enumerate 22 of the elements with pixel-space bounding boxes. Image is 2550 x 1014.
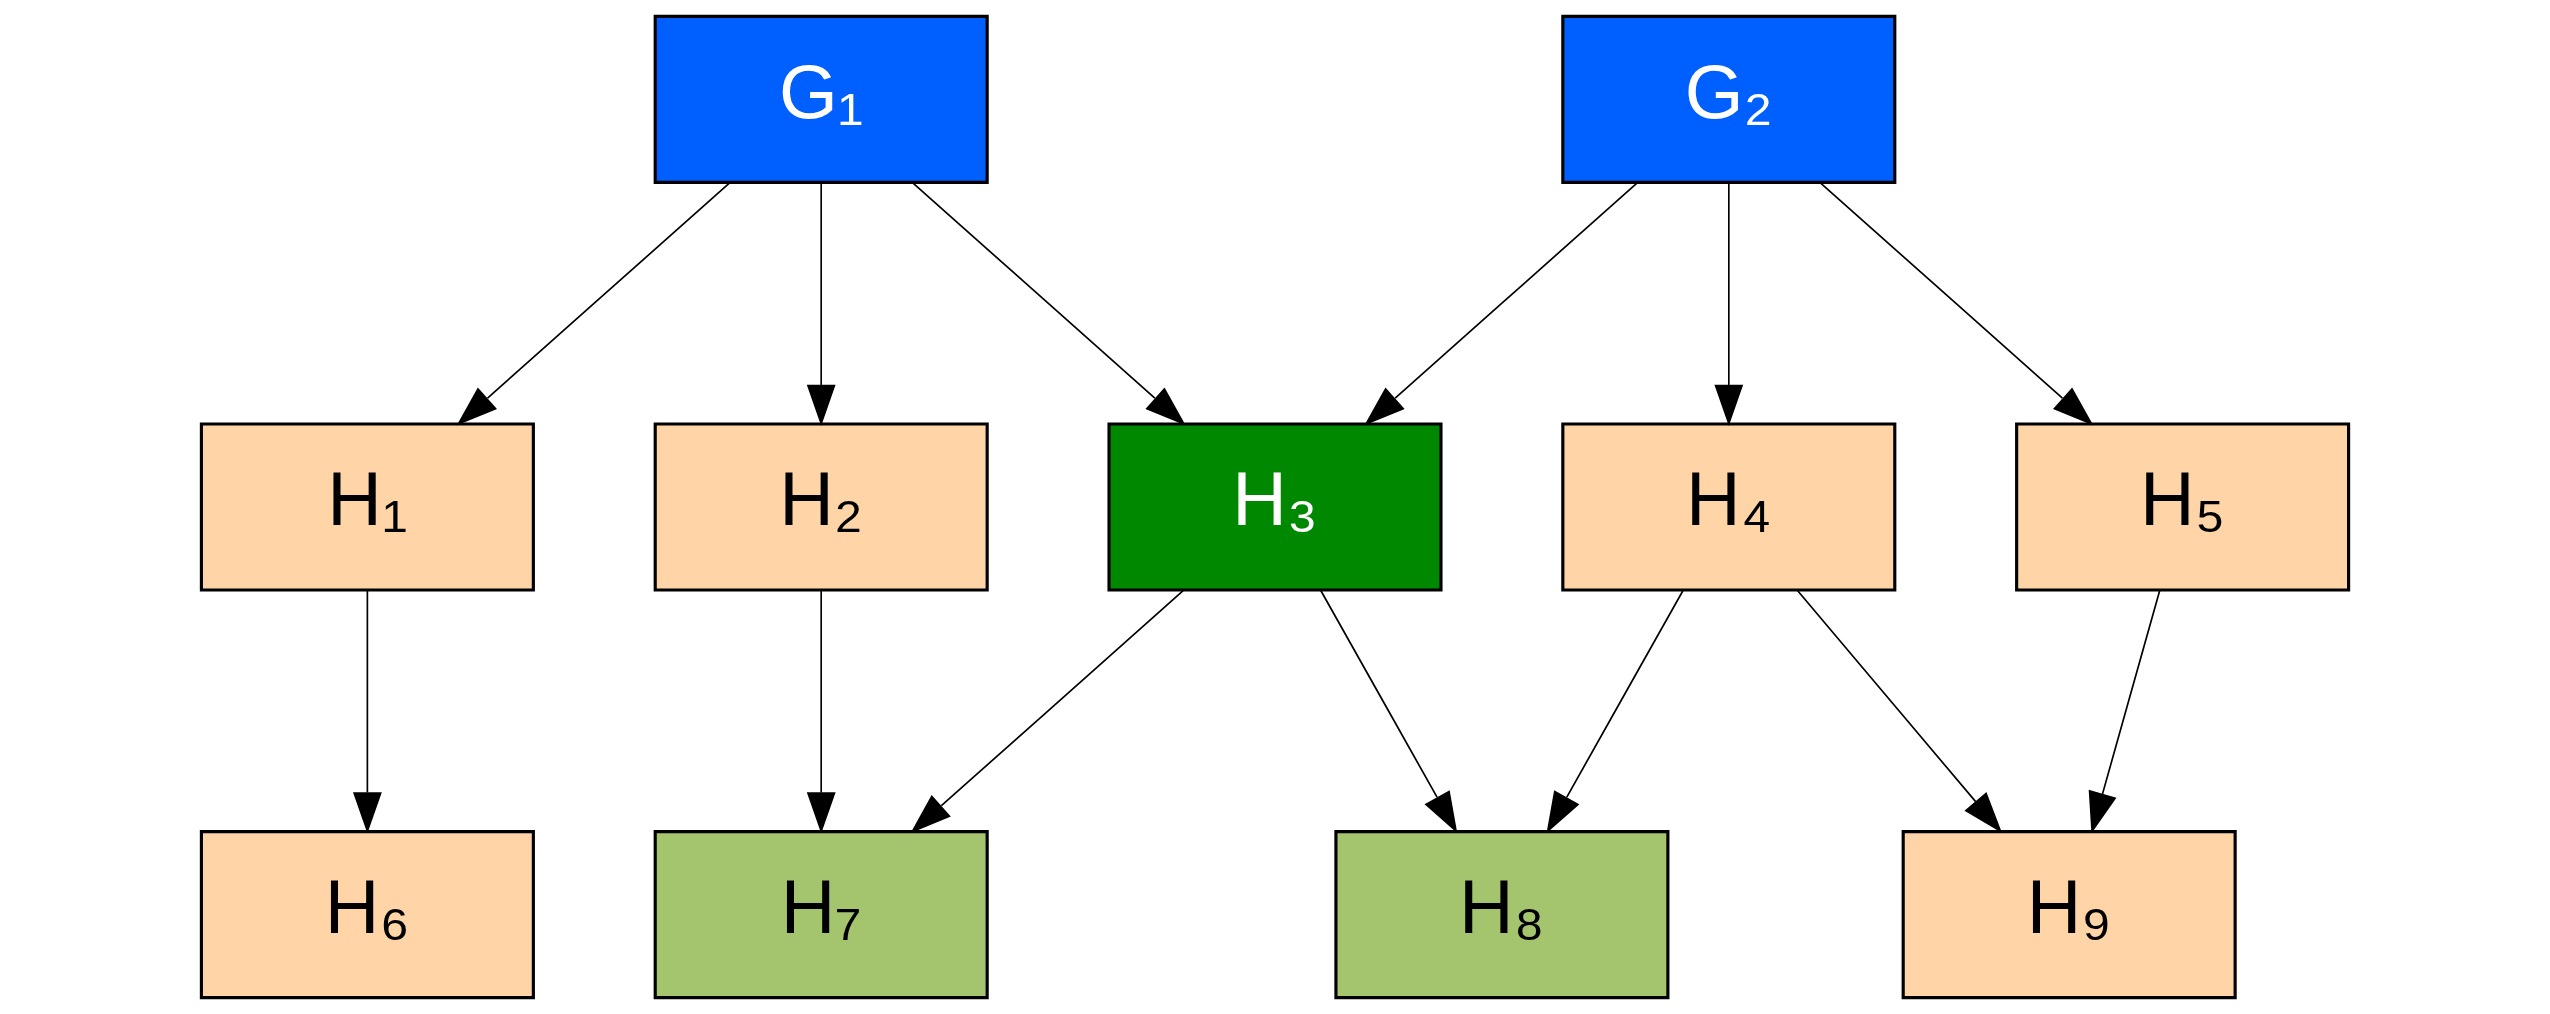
node-box: H₆ [199, 830, 535, 1000]
arrow [911, 181, 1186, 426]
node-box: H₈ [1334, 830, 1670, 1000]
arrow [2088, 589, 2161, 834]
arrow [806, 589, 836, 834]
node-box: H₄ [1561, 422, 1897, 592]
node-box: H₉ [1901, 830, 2237, 1000]
arrow [910, 589, 1185, 834]
arrow [806, 182, 836, 426]
arrow [456, 181, 731, 426]
node-box: G₁ [653, 14, 989, 184]
arrow [352, 589, 382, 834]
arrow [1796, 589, 2003, 833]
node-box: H₃ [1107, 422, 1443, 592]
node-box: H₂ [653, 422, 989, 592]
arrow [1714, 182, 1744, 426]
arrow [1364, 181, 1639, 426]
arrow [1819, 181, 2094, 426]
node-box: H₅ [2015, 422, 2351, 592]
node-box: H₇ [653, 830, 989, 1000]
node-box: G₂ [1561, 14, 1897, 184]
node-box: H₁ [199, 422, 535, 592]
